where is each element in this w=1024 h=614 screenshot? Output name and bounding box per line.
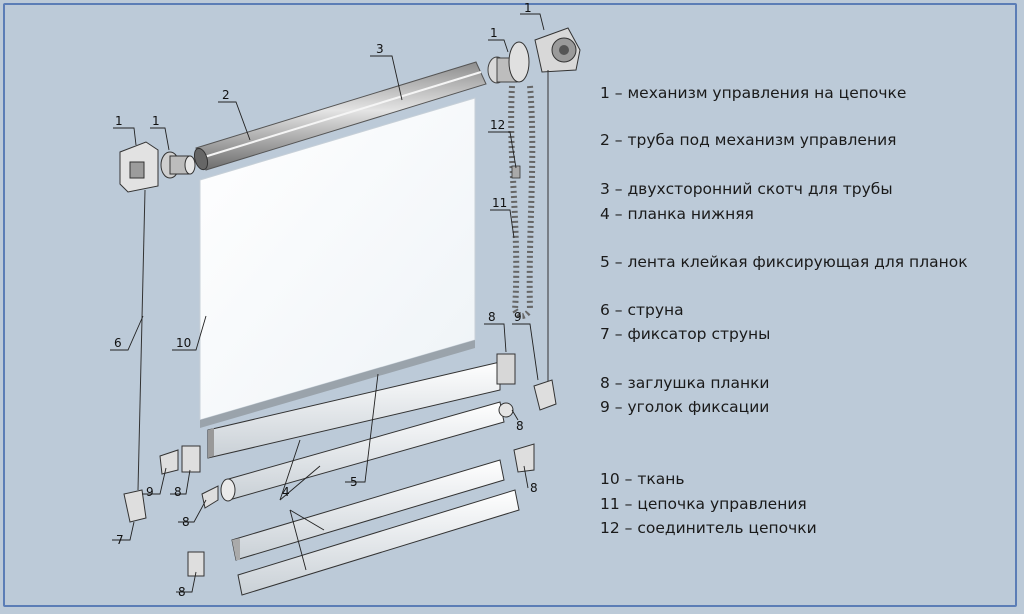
legend-item: 11 – цепочка управления: [600, 495, 807, 513]
callout-1: 1: [524, 1, 532, 15]
legend-item: 10 – ткань: [600, 470, 685, 488]
bottom-rod: [220, 401, 514, 502]
callout-9: 9: [146, 485, 154, 499]
callout-8: 8: [516, 419, 524, 433]
callout-8: 8: [174, 485, 182, 499]
callout-8: 8: [530, 481, 538, 495]
callout-7: 7: [116, 533, 124, 547]
callout-9: 9: [514, 310, 522, 324]
diagram-frame: [3, 3, 1017, 607]
callout-4: 4: [282, 485, 290, 499]
callout-leaders: [110, 13, 545, 593]
callout-6: 6: [114, 336, 122, 350]
legend-item: 7 – фиксатор струны: [600, 325, 771, 343]
callout-8: 8: [488, 310, 496, 324]
callout-1: 1: [490, 26, 498, 40]
bottom-bar-upper: [207, 353, 516, 459]
bottom-bar-profile: [231, 459, 520, 596]
legend-item: 2 – труба под механизм управления: [600, 131, 897, 149]
callout-10: 10: [176, 336, 191, 350]
callout-numbers: 1 1 2 3 1 1 12 11 8 9 6 10 5 4 7 9 8 8 8…: [114, 1, 538, 599]
legend-item: 12 – соединитель цепочки: [600, 519, 817, 537]
callout-8: 8: [182, 515, 190, 529]
tube: [193, 61, 487, 171]
control-mechanism-right: [487, 27, 581, 84]
legend-item: 1 – механизм управления на цепочке: [600, 84, 907, 102]
legend-item: 6 – струна: [600, 301, 684, 319]
end-cap: [181, 445, 201, 473]
callout-8: 8: [178, 585, 186, 599]
string: [137, 189, 146, 491]
legend-item: 5 – лента клейкая фиксирующая для планок: [600, 253, 968, 271]
control-chain: [508, 85, 536, 319]
legend-item: 9 – уголок фиксации: [600, 398, 770, 416]
control-mechanism-left: [119, 141, 196, 193]
callout-1: 1: [115, 114, 123, 128]
end-cap: [187, 551, 205, 577]
callout-11: 11: [492, 196, 507, 210]
fabric: [199, 97, 476, 428]
callout-3: 3: [376, 42, 384, 56]
legend-item: 8 – заглушка планки: [600, 374, 770, 392]
end-caps: [123, 379, 557, 577]
callout-1: 1: [152, 114, 160, 128]
callout-12: 12: [490, 118, 505, 132]
legend-item: 4 – планка нижняя: [600, 205, 754, 223]
legend-item: 3 – двухсторонний скотч для трубы: [600, 180, 893, 198]
callout-5: 5: [350, 475, 358, 489]
callout-2: 2: [222, 88, 230, 102]
